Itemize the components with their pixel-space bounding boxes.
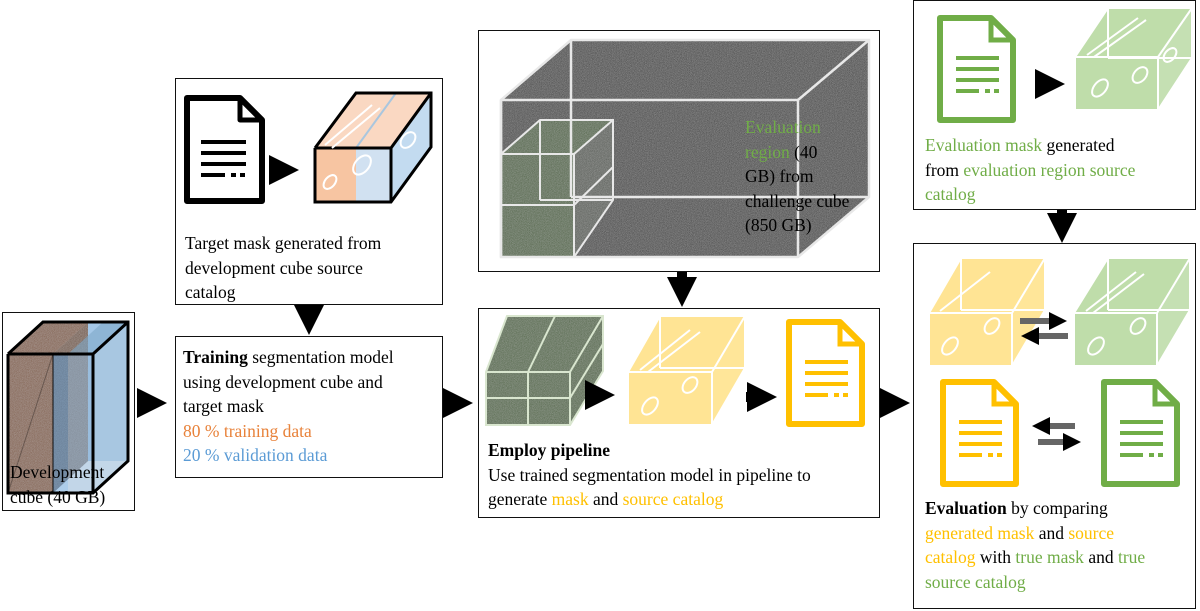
development-label: Development cube (40 GB): [10, 460, 135, 509]
eval-true-mask: true mask: [1015, 547, 1084, 567]
evaluation-yellow-cube: [928, 257, 1046, 367]
eval-line1: Evaluation by comparing: [925, 496, 1193, 521]
evaluation-green-cube: [1073, 257, 1191, 367]
pipeline-yellow-cube: [627, 315, 746, 426]
eval-region-line2-rest: (40: [789, 141, 818, 162]
evaluation-green-document-icon: [1101, 379, 1180, 487]
yellow-document-icon: [786, 319, 865, 427]
eval-region-line1: Evaluation: [745, 117, 821, 137]
pipeline-line1: Use trained segmentation model in pipeli…: [488, 464, 811, 485]
compare-arrows-catalogs: [1032, 417, 1081, 451]
target-mask-line2: development cube source: [185, 257, 363, 278]
pipeline-green-cube: [485, 315, 604, 426]
target-mask-line1: Target mask generated from: [185, 233, 382, 253]
pipeline-text: Employ pipeline Use trained segmentation…: [488, 438, 878, 512]
validation-data-label: 20 % validation data: [183, 445, 328, 465]
training-line1-rest: segmentation model: [247, 347, 394, 367]
pipeline-and: and: [588, 489, 623, 509]
eval-true: true: [1117, 547, 1146, 567]
pipeline-line2-pre: generate: [488, 489, 552, 509]
target-mask-text: Target mask generated from development c…: [185, 231, 440, 305]
pipeline-bold: Employ pipeline: [488, 440, 611, 460]
evaluation-text: Evaluation by comparing generated mask a…: [925, 496, 1193, 594]
target-mask-line3: catalog: [185, 282, 236, 302]
evalmask-line2-pre: from: [925, 159, 964, 180]
evaluation-mask-text: Evaluation mask generated from evaluatio…: [925, 133, 1193, 207]
training-line2: using development cube and: [183, 371, 383, 392]
training-bold: Training: [183, 347, 248, 367]
evaluation-mask-cube: [1074, 7, 1193, 111]
eval-catalog: catalog: [925, 547, 976, 567]
compare-arrows-masks: [1020, 312, 1068, 345]
eval-line3: catalog with true mask and true: [925, 545, 1193, 570]
pipeline-mask: mask: [551, 489, 589, 509]
training-data-label: 80 % training data: [183, 420, 312, 441]
evaluation-yellow-document-icon: [940, 379, 1019, 487]
eval-region-line4: challenge cube: [745, 190, 850, 211]
evalmask-green1: Evaluation mask: [925, 135, 1043, 155]
challenge-cube: [499, 38, 871, 259]
pipeline-source-catalog: source catalog: [622, 489, 724, 509]
pipeline-line2: generate mask and source catalog: [488, 487, 878, 512]
evaluation-region-text: Evaluation region (40 GB) from challenge…: [745, 115, 877, 238]
eval-region-line5: (850 GB): [745, 215, 812, 235]
eval-region-line2: region (40: [745, 140, 877, 165]
eval-with: with: [975, 547, 1016, 567]
eval-and1: and: [1034, 522, 1069, 543]
eval-region-line3: GB) from: [745, 166, 814, 186]
development-label-line1: Development: [10, 462, 105, 482]
document-icon: [184, 95, 265, 204]
training-line1: Training segmentation model: [183, 345, 443, 370]
training-text: Training segmentation model using develo…: [183, 345, 443, 468]
eval-line1-rest: by comparing: [1006, 498, 1108, 518]
eval-line2: generated mask and source: [925, 521, 1193, 546]
target-mask-cube: [313, 91, 433, 204]
evalmask-rest1: generated: [1042, 135, 1115, 155]
eval-and2: and: [1083, 547, 1118, 567]
training-line3: target mask: [183, 396, 264, 416]
development-cube: [6, 320, 130, 495]
eval-region-green2: region: [745, 141, 790, 162]
green-document-icon: [937, 15, 1016, 123]
eval-line4: source catalog: [925, 571, 1026, 592]
evalmask-line1: Evaluation mask generated: [925, 133, 1193, 158]
pipeline-title: Employ pipeline: [488, 438, 878, 463]
eval-generated-mask: generated mask: [925, 522, 1035, 543]
evalmask-line3: catalog: [925, 184, 976, 204]
eval-bold: Evaluation: [925, 498, 1007, 518]
training-box: [175, 336, 443, 478]
development-label-line2: cube (40 GB): [10, 486, 106, 507]
evalmask-line2: from evaluation region source: [925, 158, 1193, 183]
eval-source: source: [1068, 522, 1115, 543]
evalmask-green2: evaluation region source: [963, 159, 1136, 180]
